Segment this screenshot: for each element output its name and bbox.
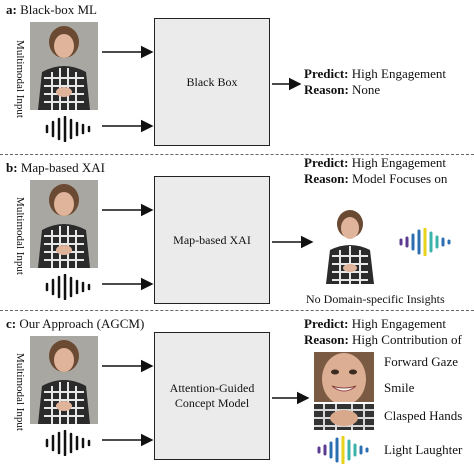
panel-b-model-box: Map-based XAI [154, 176, 270, 304]
panel-b-title: b: Map-based XAI [6, 160, 105, 175]
panel-c-output: Predict: High Engagement Reason: High Co… [304, 316, 462, 347]
panel-c-person-photo [30, 336, 98, 424]
panel-a-audio-waveform-icon [45, 116, 91, 142]
concept-light-laughter: Light Laughter [384, 442, 463, 457]
panel-b-colored-waveform-icon [399, 228, 451, 256]
panel-c-face-crop [314, 352, 374, 402]
panel-b-attention-map-photo [320, 206, 380, 284]
panel-b-person-photo [30, 180, 98, 268]
panel-b-output: Predict: High Engagement Reason: Model F… [304, 155, 448, 186]
concept-smile: Smile [384, 380, 415, 395]
panel-a-person-photo [30, 22, 98, 110]
panel-a-output: Predict: High Engagement Reason: None [304, 66, 447, 97]
concept-clasped-hands: Clasped Hands [384, 408, 463, 423]
panel-c-audio-waveform-icon [45, 430, 91, 456]
panel-divider-2 [0, 310, 474, 311]
panel-b-audio-waveform-icon [45, 274, 91, 300]
panel-c-title: c: Our Approach (AGCM) [6, 316, 145, 331]
panel-a-title: a: Black-box ML [6, 2, 97, 17]
panel-c-hands-crop [314, 404, 374, 430]
panel-c-model-box: Attention-Guided Concept Model [154, 332, 270, 460]
concept-forward-gaze: Forward Gaze [384, 354, 458, 369]
panel-c-colored-waveform-icon [317, 436, 369, 464]
panel-b-caption: No Domain-specific Insights [306, 292, 445, 306]
panel-a-model-box: Black Box [154, 18, 270, 146]
panel-divider-1 [0, 154, 474, 155]
